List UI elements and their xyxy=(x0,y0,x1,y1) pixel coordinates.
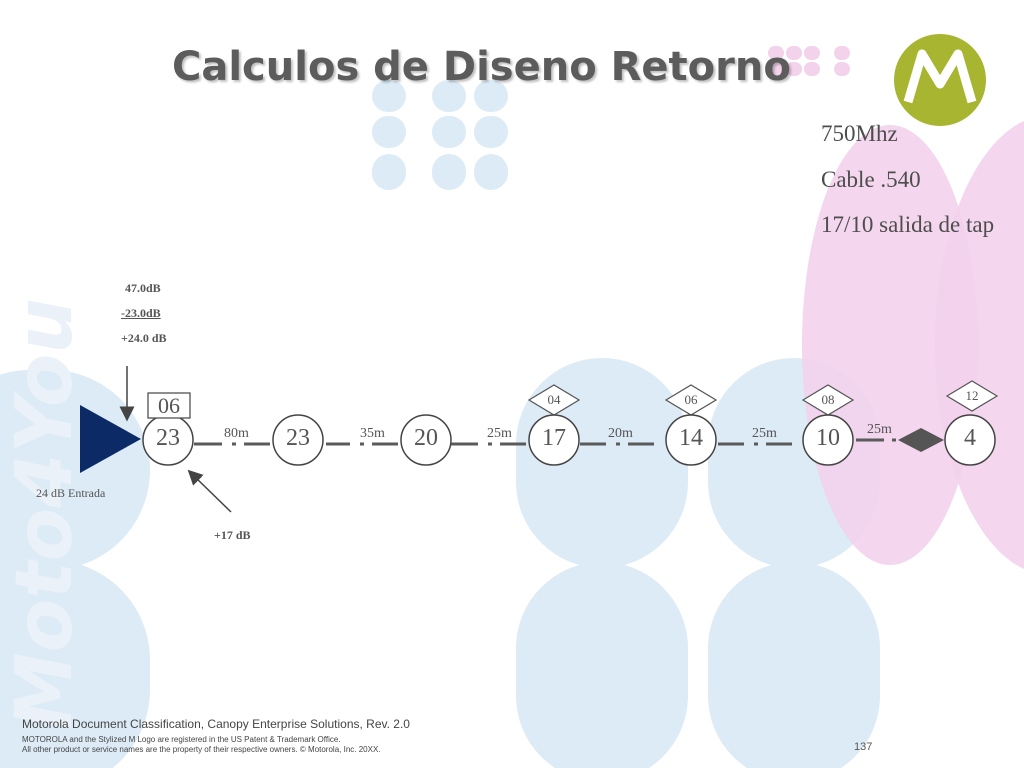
distance-label-3: 25m xyxy=(487,426,512,441)
tap-diamond-4 xyxy=(945,380,999,412)
amp-box xyxy=(147,392,191,419)
calc-line-2: -23.0dB xyxy=(121,306,161,320)
node-value-4: 17 xyxy=(542,425,566,451)
calc-line-3: +24.0 dB xyxy=(121,331,167,345)
amp-box-value: 06 xyxy=(158,393,180,418)
node-value-3: 20 xyxy=(414,425,438,451)
input-label: 24 dB Entrada xyxy=(36,486,106,500)
page-title: Calculos de Diseno Retorno xyxy=(172,44,791,90)
calc-line-1: 47.0dB xyxy=(125,281,161,295)
node-value-7: 4 xyxy=(964,425,976,451)
page-number: 137 xyxy=(854,741,873,753)
amplifier-triangle-icon xyxy=(80,405,141,473)
tap-value-2: 06 xyxy=(684,392,698,407)
node-circle-4 xyxy=(528,414,580,466)
footer-trademark-line-1: MOTOROLA and the Stylized M Logo are reg… xyxy=(22,735,341,744)
motorola-logo-icon xyxy=(894,34,986,126)
distance-label-2: 35m xyxy=(360,426,385,441)
distance-label-4: 20m xyxy=(608,426,633,441)
distance-label-5: 25m xyxy=(752,426,777,441)
tap-value-3: 08 xyxy=(821,392,835,407)
tap-diamond-2 xyxy=(664,384,718,416)
tap-value-1: 04 xyxy=(547,392,561,407)
spec-tap-output: 17/10 salida de tap xyxy=(821,212,995,237)
tap-value-4: 12 xyxy=(965,388,979,403)
node-circle-3 xyxy=(400,414,452,466)
node-circle-5 xyxy=(665,414,717,466)
gain-arrow xyxy=(187,469,232,513)
node-value-1: 23 xyxy=(156,425,180,451)
node-value-2: 23 xyxy=(286,425,310,451)
node-circle-2 xyxy=(272,414,324,466)
distance-label-6: 25m xyxy=(867,422,892,437)
spec-frequency: 750Mhz xyxy=(821,121,898,146)
node-value-6: 10 xyxy=(816,425,840,451)
node-value-5: 14 xyxy=(679,425,703,451)
tap-diamond-3 xyxy=(801,384,855,416)
footer-trademark: MOTOROLA and the Stylized M Logo are reg… xyxy=(22,735,381,755)
gain-label: +17 dB xyxy=(214,528,251,542)
footer-trademark-line-2: All other product or service names are t… xyxy=(22,745,381,754)
distance-label-1: 80m xyxy=(224,426,249,441)
node-circle-7 xyxy=(944,414,996,466)
terminator-diamond-icon xyxy=(898,428,944,452)
node-circle-6 xyxy=(802,414,854,466)
tap-diamond-1 xyxy=(527,384,581,416)
footer-classification: Motorola Document Classification, Canopy… xyxy=(22,717,410,731)
spec-cable: Cable .540 xyxy=(821,167,921,192)
